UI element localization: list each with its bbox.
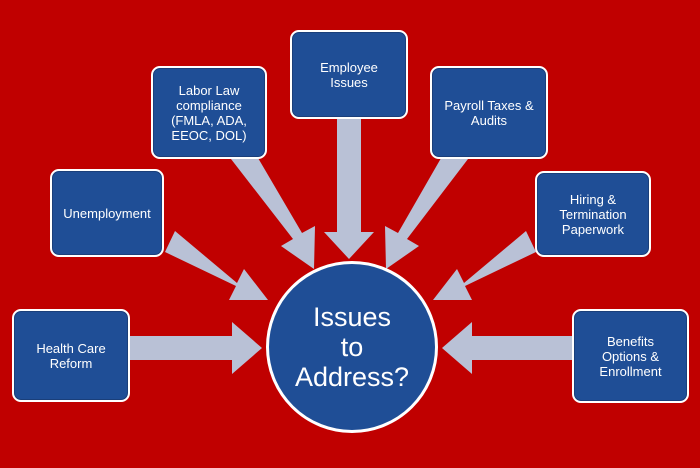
box-employee-issues: Employee Issues xyxy=(290,30,408,119)
box-benefits-options-enrollment: Benefits Options & Enrollment xyxy=(572,309,689,403)
center-circle-issues-to-address: Issues to Address? xyxy=(266,261,438,433)
arrow-unemployment xyxy=(165,231,268,300)
arrow-hiring xyxy=(433,231,536,300)
arrow-labor-law xyxy=(231,146,315,269)
box-labor-law-compliance: Labor Law compliance (FMLA, ADA, EEOC, D… xyxy=(151,66,267,159)
arrow-benefits xyxy=(442,322,572,374)
arrow-employee-issues xyxy=(324,119,374,259)
box-payroll-taxes-audits: Payroll Taxes & Audits xyxy=(430,66,548,159)
box-hiring-termination-paperwork: Hiring & Termination Paperwork xyxy=(535,171,651,257)
box-health-care-reform: Health Care Reform xyxy=(12,309,130,402)
box-unemployment: Unemployment xyxy=(50,169,164,257)
arrow-health-care xyxy=(130,322,262,374)
arrow-payroll xyxy=(385,146,468,269)
